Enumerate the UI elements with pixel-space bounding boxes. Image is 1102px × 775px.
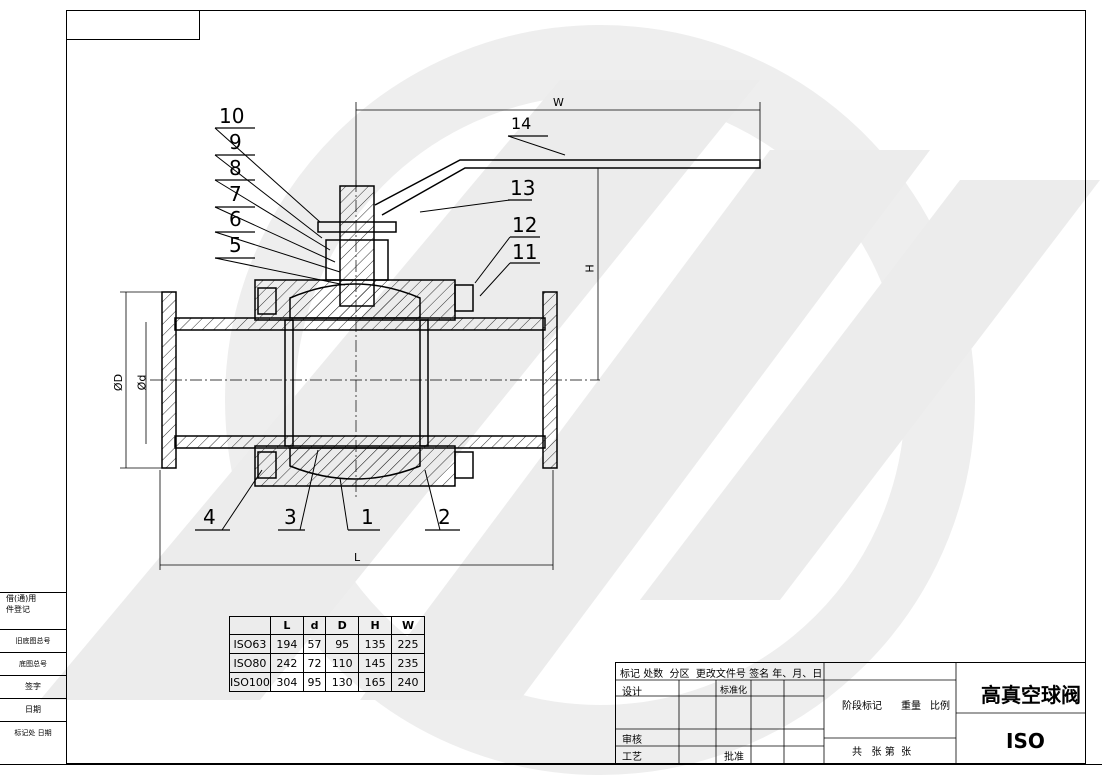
record-cell: 标记处 日期 <box>14 729 52 737</box>
weight-label: 重量 <box>901 701 921 712</box>
table-cell: 95 <box>325 634 360 654</box>
title-block: 标记 处数 分区 更改文件号 签名 年、月、日 设计 标准化 阶段标记 重量 比… <box>615 662 1085 763</box>
part-label-11: 11 <box>512 240 538 264</box>
approve-label: 批准 <box>724 752 744 763</box>
table-cell: 110 <box>325 653 360 673</box>
table-row: ISO100 304 95 130 165 240 <box>229 672 425 692</box>
table-cell: 95 <box>302 672 327 692</box>
table-row: ISO80 242 72 110 145 235 <box>229 653 425 673</box>
scale-label: 比例 <box>930 701 950 712</box>
table-cell: 194 <box>269 634 304 654</box>
table-cell: ISO80 <box>229 653 271 673</box>
part-label-4: 4 <box>203 505 216 529</box>
header-mark: 标记 <box>620 669 640 680</box>
table-cell: ISO63 <box>229 634 271 654</box>
drawing-standard: ISO <box>1006 729 1045 753</box>
record-cell: 借(通)用 件登记 <box>0 593 66 630</box>
page-edge <box>0 764 1102 765</box>
sheets-total: 共 <box>852 747 862 758</box>
dim-h-label: H <box>583 264 597 273</box>
table-cell: 130 <box>325 672 360 692</box>
spec-table-header: L d D H W <box>229 616 425 635</box>
dim-w-label: W <box>553 96 564 109</box>
sheet-unit2: 张 <box>901 747 912 758</box>
title-block-grid <box>616 663 1085 763</box>
sheets-unit: 张 <box>871 747 882 758</box>
sheet-count: 共 张 第 张 <box>852 743 911 758</box>
stage-mark-label: 阶段标记 <box>842 701 882 712</box>
table-cell: 145 <box>358 653 393 673</box>
table-cell: 135 <box>358 634 393 654</box>
part-label-13: 13 <box>510 176 536 200</box>
spec-header-cell: d <box>302 616 327 635</box>
table-cell: 240 <box>391 672 425 692</box>
spec-header-cell: D <box>325 616 360 635</box>
part-label-8: 8 <box>229 156 242 180</box>
part-label-2: 2 <box>438 505 451 529</box>
table-cell: 235 <box>391 653 425 673</box>
review-label: 审核 <box>622 735 642 746</box>
part-label-6: 6 <box>229 207 242 231</box>
corner-box <box>66 10 200 40</box>
drawing-border <box>66 10 1086 764</box>
table-row: ISO63 194 57 95 135 225 <box>229 634 425 654</box>
record-cell: 旧底图总号 <box>0 630 66 653</box>
table-cell: 72 <box>302 653 327 673</box>
table-cell: ISO100 <box>229 672 271 692</box>
part-label-5: 5 <box>229 233 242 257</box>
record-cell: 签字 <box>0 676 66 699</box>
dim-D-label: ØD <box>112 373 126 392</box>
spec-header-cell: W <box>391 616 425 635</box>
spec-header-cell: H <box>358 616 393 635</box>
drawing-title: 高真空球阀 <box>981 683 1081 707</box>
dim-l-label: L <box>354 551 361 564</box>
record-cell: 底图总号 <box>0 653 66 676</box>
part-label-12: 12 <box>512 213 538 237</box>
table-cell: 57 <box>302 634 327 654</box>
part-label-3: 3 <box>284 505 297 529</box>
table-cell: 225 <box>391 634 425 654</box>
header-date: 年、月、日 <box>772 669 823 680</box>
header-change-doc: 更改文件号 <box>695 669 746 680</box>
record-cell: 日期 <box>0 699 66 722</box>
header-zone: 分区 <box>669 669 690 680</box>
table-cell: 304 <box>269 672 304 692</box>
header-count: 处数 <box>643 669 664 680</box>
part-label-10: 10 <box>219 104 245 128</box>
design-label: 设计 <box>622 687 642 698</box>
part-label-14: 14 <box>511 114 532 133</box>
spec-header-cell: L <box>269 616 304 635</box>
table-cell: 242 <box>269 653 304 673</box>
part-label-1: 1 <box>361 505 374 529</box>
left-record-block: 借(通)用 件登记 旧底图总号 底图总号 签字 日期 标记处 日期 <box>0 592 66 753</box>
part-label-7: 7 <box>229 182 242 206</box>
sheet-no: 第 <box>884 747 895 758</box>
dim-d-label: Ød <box>135 374 149 391</box>
spec-table: L d D H W ISO63 194 57 95 135 225 ISO80 … <box>229 616 425 692</box>
revision-header: 标记 处数 分区 更改文件号 签名 年、月、日 <box>620 665 822 680</box>
table-cell: 165 <box>358 672 393 692</box>
standardization-label: 标准化 <box>720 686 748 696</box>
part-label-9: 9 <box>229 130 242 154</box>
header-sign: 签名 <box>749 669 770 680</box>
process-label: 工艺 <box>622 752 642 763</box>
spec-header-cell <box>229 616 271 635</box>
